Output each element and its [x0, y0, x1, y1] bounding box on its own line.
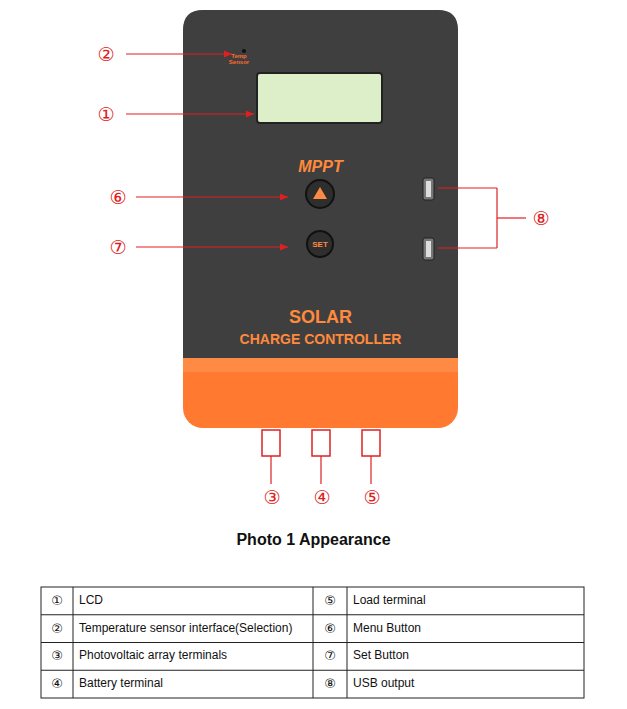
brand-label: SOLAR: [183, 307, 458, 328]
usb-ports: [423, 178, 434, 260]
table-number: ⑤: [313, 594, 347, 608]
table-cell: Load terminal: [353, 594, 582, 607]
callout-number: ⑤: [363, 488, 380, 507]
lcd-screen: [257, 73, 382, 123]
callout-number: ⑧: [532, 209, 549, 228]
photo-caption: Photo 1 Appearance: [0, 531, 627, 549]
table-number: ①: [41, 594, 73, 608]
sensor-label: Temp Sensor: [227, 53, 251, 65]
device-body: [183, 10, 458, 428]
controller-housing: Temp SensorMPPT SOLAR CHARGE CONTROLLER SET: [183, 10, 458, 428]
table-cell: LCD: [79, 594, 311, 607]
mppt-label: MPPT: [183, 158, 458, 176]
table-cell: Photovoltaic array terminals: [79, 650, 311, 663]
table-number: ④: [41, 677, 73, 691]
table-cell: Temperature sensor interface(Selection): [79, 622, 311, 635]
table-number: ⑦: [313, 649, 347, 663]
temp-sensor-port: [242, 49, 246, 53]
terminals: [262, 430, 380, 456]
table-cell: Battery terminal: [79, 678, 311, 691]
callout-number: ②: [97, 45, 114, 64]
table-cell: USB output: [353, 678, 582, 691]
table-number: ②: [41, 621, 73, 635]
callout-number: ⑥: [109, 188, 126, 207]
leader-lines: [126, 54, 526, 484]
button-text: SET: [312, 240, 328, 249]
product-label: CHARGE CONTROLLER: [183, 331, 458, 347]
table-cell: Set Button: [353, 650, 582, 663]
menu-button: [306, 180, 334, 208]
table-number: ⑧: [313, 677, 347, 691]
table-number: ⑥: [313, 621, 347, 635]
table-number: ③: [41, 649, 73, 663]
set-button: SET: [306, 230, 334, 258]
callout-number: ⑦: [109, 238, 126, 257]
table-cell: Menu Button: [353, 622, 582, 635]
callout-number: ①: [97, 105, 114, 124]
callout-number: ④: [313, 488, 330, 507]
callout-number: ③: [263, 488, 280, 507]
parts-table: [41, 587, 584, 698]
